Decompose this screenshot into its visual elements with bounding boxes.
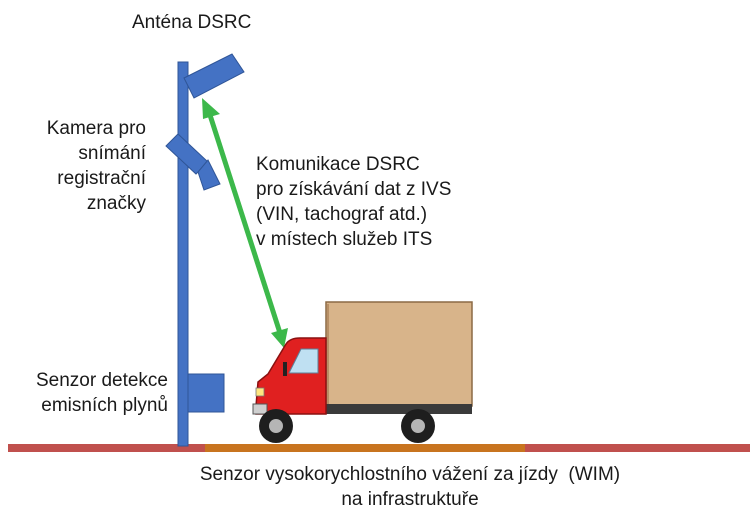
pole	[177, 61, 189, 447]
communication-label-line: Komunikace DSRC	[256, 154, 420, 175]
emission-sensor-label-line: Senzor detekce	[35, 370, 168, 391]
dsrc-antenna-icon	[183, 53, 245, 99]
camera-label-line: registrační	[57, 168, 146, 189]
communication-label-line: v místech služeb ITS	[256, 229, 433, 250]
wim-sensor-strip	[205, 444, 525, 452]
emission-sensor-label: Senzor detekce emisních plynů	[14, 368, 168, 418]
emission-sensor-label-line: emisních plynů	[41, 395, 168, 416]
antenna-label: Anténa DSRC	[132, 12, 252, 33]
dsrc-communication-arrow	[202, 98, 288, 348]
camera-label: Kamera pro snímání registrační značky	[30, 116, 146, 216]
camera-icon	[165, 133, 221, 191]
wim-sensor-label: Senzor vysokorychlostního vážení za jízd…	[160, 462, 660, 512]
wim-sensor-label-line: na infrastruktuře	[341, 489, 479, 510]
emission-sensor-box	[187, 373, 225, 413]
communication-label-line: (VIN, tachograf atd.)	[256, 204, 428, 225]
truck-icon	[252, 301, 473, 443]
wim-sensor-label-line: Senzor vysokorychlostního vážení za jízd…	[199, 464, 621, 485]
camera-label-line: značky	[86, 193, 146, 214]
camera-label-line: Kamera pro	[46, 118, 146, 139]
communication-label: Komunikace DSRC pro získávání dat z IVS …	[256, 152, 451, 252]
camera-label-line: snímání	[78, 143, 146, 164]
communication-label-line: pro získávání dat z IVS	[256, 179, 452, 200]
